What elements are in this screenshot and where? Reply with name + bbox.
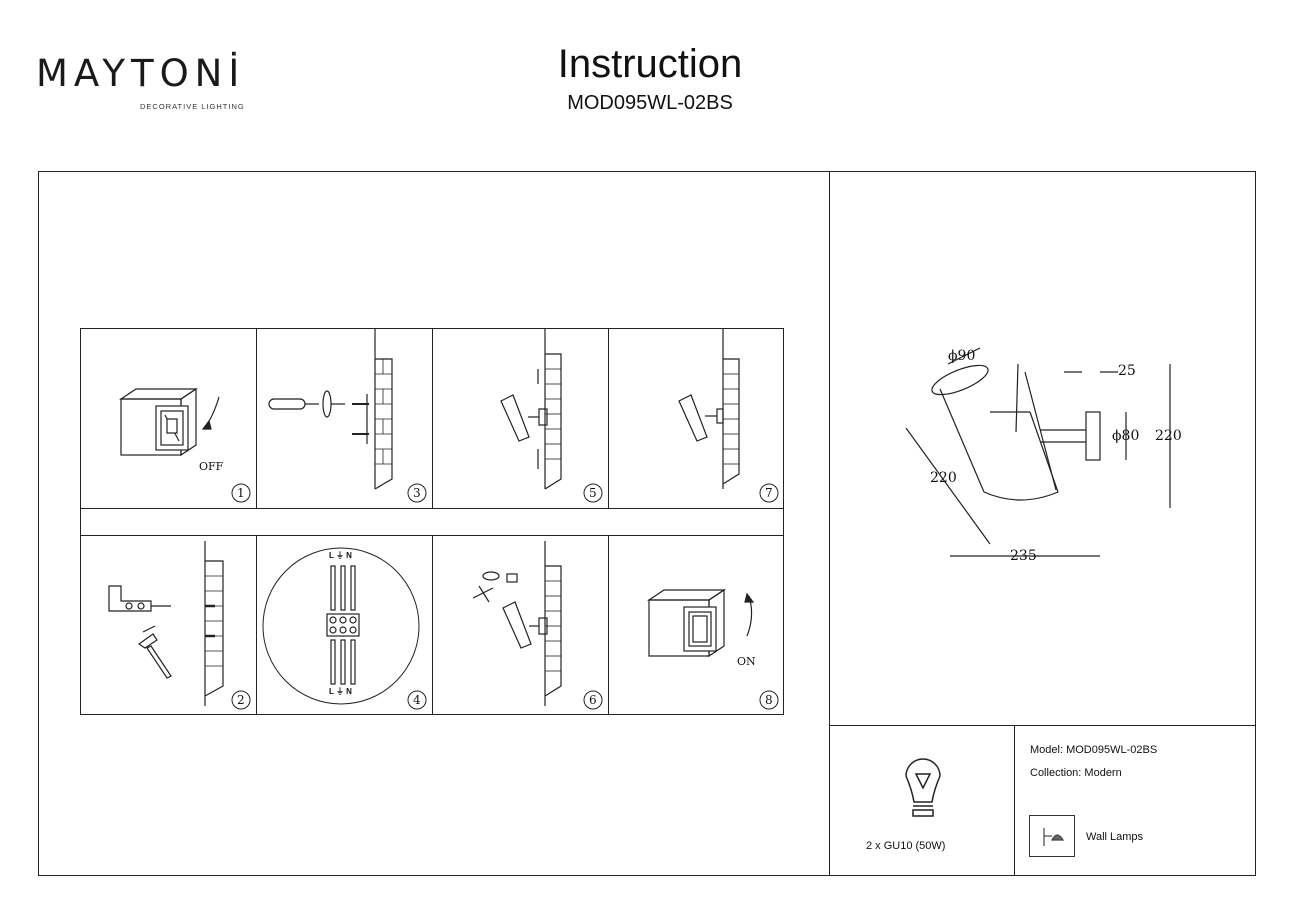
step-3-number: 3	[413, 486, 421, 500]
step-4-illustration	[262, 547, 427, 710]
dim-gap: 25	[1118, 363, 1136, 379]
brand-name: MAYTONİ	[36, 52, 246, 95]
step-7-number: 7	[765, 486, 773, 500]
dimension-drawing	[905, 347, 1171, 557]
brand-logo: MAYTONİ DECORATIVE LIGHTING	[36, 52, 276, 122]
category-text: Wall Lamps	[1086, 831, 1144, 843]
page-subtitle: MOD095WL-02BS	[567, 92, 733, 114]
bulb-spec: 2 x GU10 (50W)	[866, 840, 946, 852]
step-7-illustration	[678, 329, 779, 503]
dim-width: 235	[1010, 548, 1037, 564]
frame-divider-horizontal	[829, 725, 1256, 726]
step-1-badge	[231, 483, 251, 503]
step-1-illustration	[119, 387, 251, 503]
frame-divider-vertical	[829, 171, 830, 876]
step-4-number: 4	[413, 693, 421, 707]
step-8-illustration	[647, 588, 779, 710]
terminal-bottom-labels: L ⏚ N	[329, 687, 352, 696]
step-2-number: 2	[237, 693, 245, 707]
wall-lamp-icon	[1029, 815, 1075, 857]
terminal-top-labels: L ⏚ N	[329, 551, 352, 560]
step-1-label: OFF	[199, 460, 224, 473]
dim-top-diameter: ϕ90	[948, 348, 976, 364]
step-2-illustration	[108, 541, 251, 710]
model-text: Model: MOD095WL-02BS	[1030, 744, 1158, 756]
brand-tagline: DECORATIVE LIGHTING	[140, 102, 245, 111]
dim-diagonal: 220	[930, 470, 957, 486]
step-5-number: 5	[589, 486, 597, 500]
bulb-icon	[905, 758, 941, 817]
dim-height: 220	[1155, 428, 1182, 444]
step-3-illustration	[268, 329, 427, 503]
page-title: Instruction	[557, 42, 743, 86]
steps-row-divider-1	[80, 508, 784, 509]
step-6-number: 6	[589, 693, 597, 707]
dim-base-diameter: ϕ80	[1112, 428, 1140, 444]
step-8-label: ON	[737, 655, 756, 668]
info-divider	[1014, 725, 1015, 876]
step-6-illustration	[472, 541, 603, 710]
instruction-sheet	[38, 171, 1256, 876]
collection-text: Collection: Modern	[1030, 767, 1122, 779]
step-8-number: 8	[765, 693, 773, 707]
step-5-illustration	[500, 329, 603, 503]
step-1-number: 1	[237, 486, 245, 500]
